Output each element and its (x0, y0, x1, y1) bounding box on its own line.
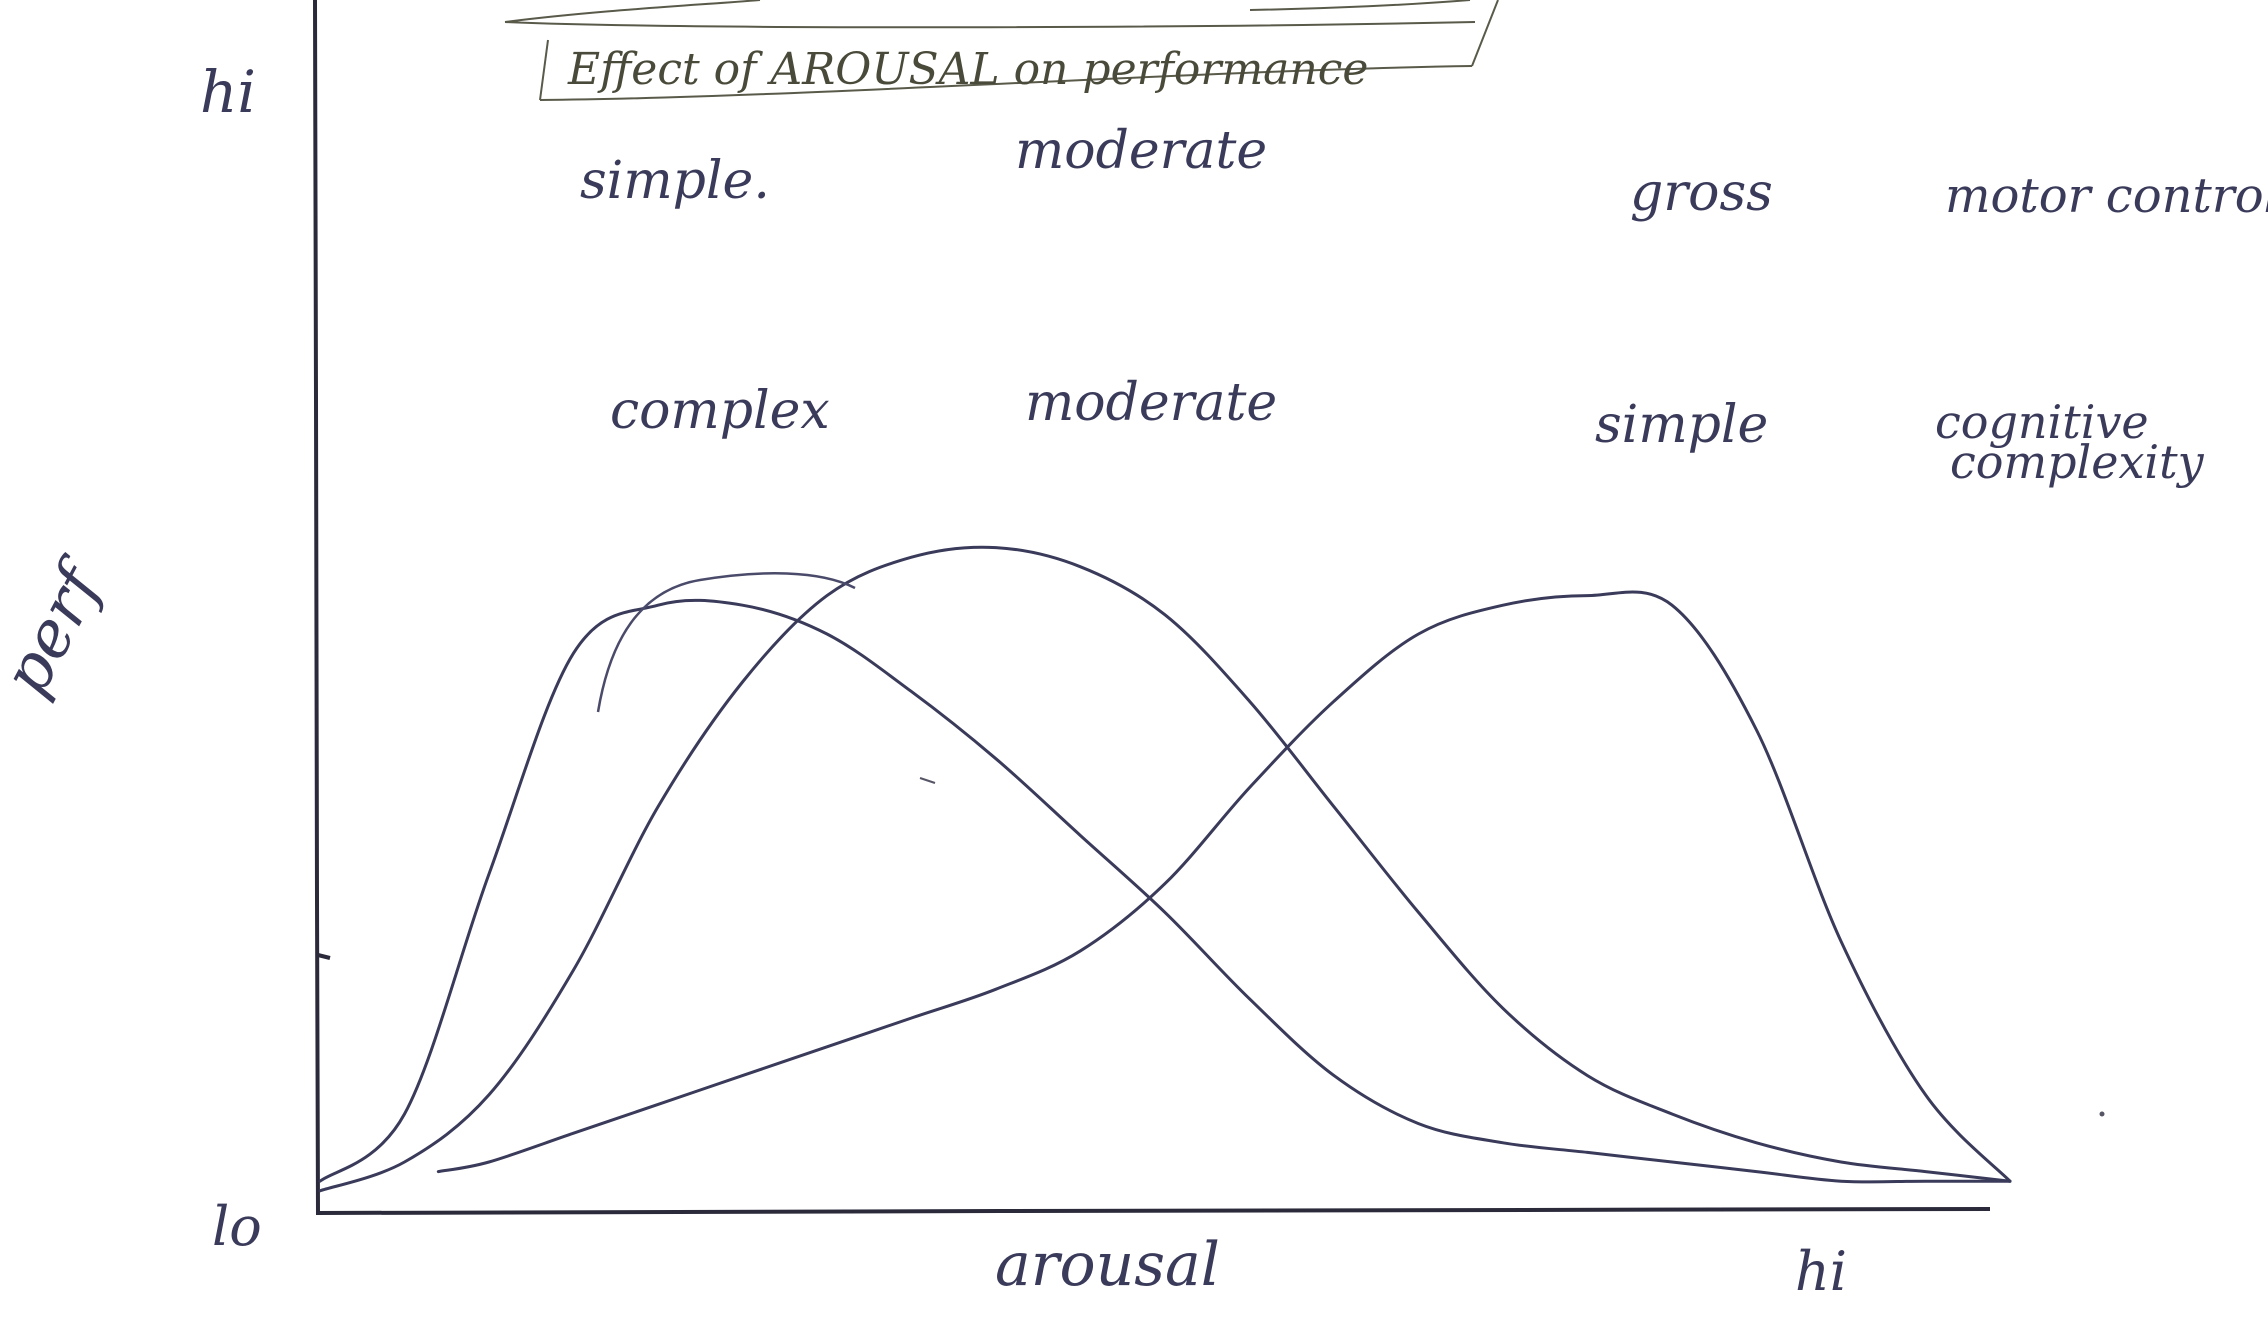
y-axis-high-label: hi (200, 58, 256, 126)
label-moderate-motor: moderate (1015, 121, 1267, 181)
label-gross-motor: gross (1630, 163, 1773, 223)
label-simple-cognitive: simple (1595, 395, 1768, 455)
label-motor-control-dimension: motor control (1945, 168, 2268, 224)
x-axis-high-label: hi (1795, 1240, 1847, 1303)
label-cognitive-dimension-line1: cognitive (1935, 395, 2149, 449)
x-axis-line (317, 1207, 1991, 1215)
label-moderate-cognitive: moderate (1025, 373, 1277, 433)
stray-dot (2099, 1111, 2105, 1117)
label-cognitive-dimension-line2: complexity (1950, 435, 2205, 489)
y-axis-line (313, 0, 320, 1216)
label-simple-motor: simple. (580, 151, 770, 211)
y-axis-tick (317, 953, 331, 960)
curve-sketch-stroke (596, 572, 856, 713)
diagram-title: Effect of AROUSAL on performance (567, 44, 1368, 95)
y-axis-label: perf (0, 546, 121, 707)
x-axis-label: arousal (995, 1230, 1220, 1300)
y-axis-low-label: lo (212, 1195, 262, 1258)
performance-curve-1 (318, 598, 2012, 1184)
stray-mark (919, 777, 936, 784)
title-box (504, 0, 1499, 101)
label-complex-cognitive: complex (610, 381, 830, 441)
performance-curve-2 (318, 545, 2012, 1193)
performance-curves (318, 545, 2012, 1193)
performance-curve-3 (436, 590, 2012, 1183)
